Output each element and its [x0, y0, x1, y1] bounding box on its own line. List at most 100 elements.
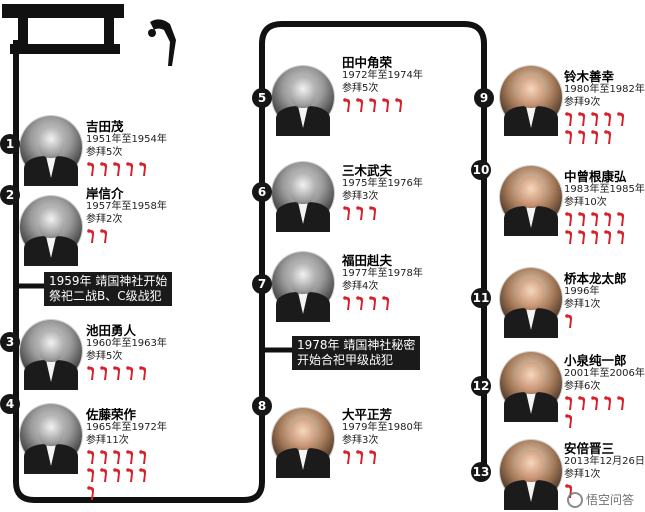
- portrait-photo: [20, 116, 82, 186]
- term-years: 1977年至1978年: [342, 268, 423, 279]
- bow-mark-icon: [564, 211, 574, 227]
- leader-name: 大平正芳: [342, 407, 393, 422]
- bow-mark-icon: [616, 395, 626, 411]
- bow-mark-icon: [99, 467, 109, 483]
- visit-marks: [86, 449, 156, 501]
- leader-name: 铃木善幸: [564, 69, 615, 84]
- bow-mark-icon: [564, 313, 574, 329]
- sequence-badge: 8: [252, 396, 272, 416]
- portrait-photo: [20, 320, 82, 390]
- leader-name: 中曾根康弘: [564, 169, 627, 184]
- bow-mark-icon: [564, 129, 574, 145]
- portrait-photo: [500, 440, 562, 510]
- sequence-badge: 3: [0, 332, 20, 352]
- sequence-badge: 11: [471, 288, 491, 308]
- leader-name: 桥本龙太郎: [564, 271, 627, 286]
- note-line: 祭祀二战B、C级战犯: [49, 289, 162, 303]
- bow-mark-icon: [355, 449, 365, 465]
- bow-mark-icon: [564, 229, 574, 245]
- visit-count: 参拜11次: [86, 435, 129, 446]
- leader-name: 吉田茂: [86, 119, 124, 134]
- portrait-photo: [500, 268, 562, 338]
- bow-mark-icon: [368, 205, 378, 221]
- visit-marks: [342, 295, 412, 311]
- bow-mark-icon: [99, 449, 109, 465]
- visit-marks: [86, 161, 156, 177]
- visit-count: 参拜9次: [564, 97, 601, 108]
- bow-mark-icon: [112, 449, 122, 465]
- visit-count: 参拜4次: [342, 281, 379, 292]
- term-years: 1996年: [564, 286, 600, 297]
- term-years: 1957年至1958年: [86, 201, 167, 212]
- visit-marks: [564, 211, 634, 245]
- bow-mark-icon: [394, 97, 404, 113]
- bow-mark-icon: [564, 413, 574, 429]
- bow-mark-icon: [86, 449, 96, 465]
- bow-mark-icon: [368, 449, 378, 465]
- term-years: 1983年至1985年: [564, 184, 645, 195]
- visit-count: 参拜5次: [342, 83, 379, 94]
- term-years: 1980年至1982年: [564, 84, 645, 95]
- visit-marks: [564, 313, 634, 329]
- visit-count: 参拜10次: [564, 197, 607, 208]
- term-years: 1951年至1954年: [86, 134, 167, 145]
- bow-mark-icon: [603, 111, 613, 127]
- bow-mark-icon: [616, 111, 626, 127]
- bow-mark-icon: [590, 395, 600, 411]
- bow-mark-icon: [125, 161, 135, 177]
- term-years: 1960年至1963年: [86, 338, 167, 349]
- sequence-badge: 1: [0, 134, 20, 154]
- bow-mark-icon: [138, 467, 148, 483]
- historical-note: 1959年 靖国神社开始 祭祀二战B、C级战犯: [44, 272, 173, 306]
- bow-mark-icon: [577, 229, 587, 245]
- portrait-photo: [500, 66, 562, 136]
- term-years: 1975年至1976年: [342, 178, 423, 189]
- bow-mark-icon: [86, 467, 96, 483]
- bow-mark-icon: [112, 365, 122, 381]
- leader-name: 小泉纯一郎: [564, 353, 627, 368]
- leader-name: 田中角荣: [342, 55, 393, 70]
- bow-mark-icon: [342, 295, 352, 311]
- visit-marks: [342, 97, 412, 113]
- bow-mark-icon: [112, 467, 122, 483]
- term-years: 1965年至1972年: [86, 422, 167, 433]
- bow-mark-icon: [112, 161, 122, 177]
- bow-mark-icon: [368, 295, 378, 311]
- bow-mark-icon: [125, 449, 135, 465]
- portrait-photo: [500, 166, 562, 236]
- bow-mark-icon: [355, 205, 365, 221]
- sequence-badge: 6: [252, 182, 272, 202]
- leader-name: 福田赳夫: [342, 253, 393, 268]
- bow-mark-icon: [590, 229, 600, 245]
- visit-count: 参拜1次: [564, 299, 601, 310]
- visit-count: 参拜2次: [86, 214, 123, 225]
- historical-note: 1978年 靖国神社秘密 开始合祀甲级战犯: [292, 336, 421, 370]
- bow-mark-icon: [355, 97, 365, 113]
- leader-name: 佐藤荣作: [86, 407, 137, 422]
- bow-mark-icon: [342, 205, 352, 221]
- bowing-figure-icon: [148, 19, 176, 66]
- visit-count: 参拜3次: [342, 435, 379, 446]
- sequence-badge: 2: [0, 185, 20, 205]
- bow-mark-icon: [603, 211, 613, 227]
- watermark-text: 悟空问答: [585, 492, 634, 507]
- portrait-photo: [272, 66, 334, 136]
- note-line: 开始合祀甲级战犯: [297, 353, 394, 367]
- bow-mark-icon: [381, 295, 391, 311]
- watermark-logo-icon: [566, 492, 583, 508]
- bow-mark-icon: [603, 395, 613, 411]
- torii-icon: [2, 4, 124, 54]
- bow-mark-icon: [616, 211, 626, 227]
- term-years: 2001年至2006年: [564, 368, 645, 379]
- sequence-badge: 7: [252, 274, 272, 294]
- visit-marks: [342, 205, 412, 221]
- bow-mark-icon: [603, 229, 613, 245]
- bow-mark-icon: [86, 485, 96, 501]
- bow-mark-icon: [99, 228, 109, 244]
- sequence-badge: 10: [471, 160, 491, 180]
- bow-mark-icon: [138, 365, 148, 381]
- bow-mark-icon: [564, 111, 574, 127]
- visit-marks: [564, 111, 634, 145]
